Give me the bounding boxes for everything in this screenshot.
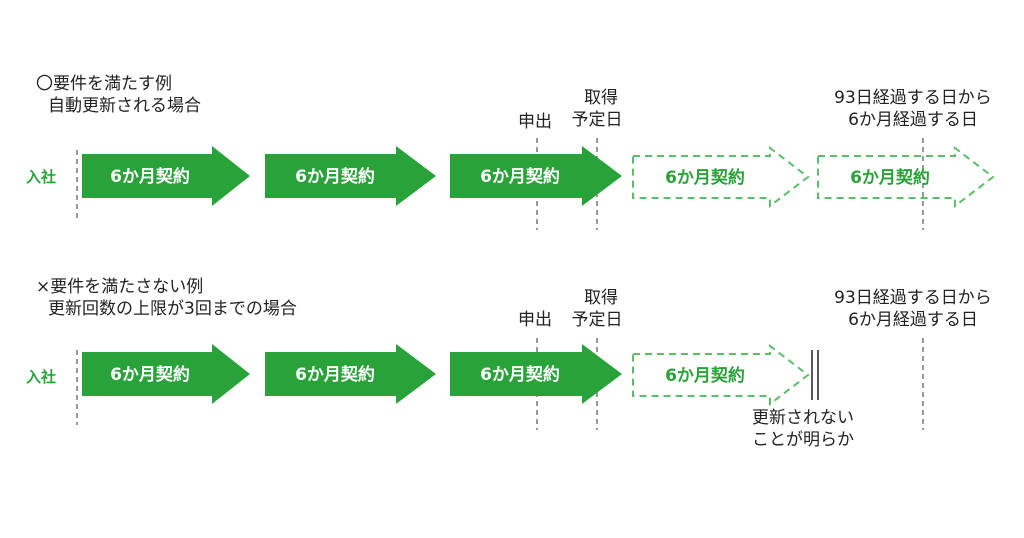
not-renewed-note-line1: 更新されない [752, 408, 854, 428]
contract-arrow-label: 6か月契約 [665, 167, 745, 188]
contract-arrow-label: 6か月契約 [480, 166, 560, 187]
contract-arrow-2-1: 6か月契約 [82, 344, 250, 404]
example1-heading: 〇要件を満たす例 [36, 74, 172, 94]
contract-arrow-label: 6か月契約 [295, 364, 375, 385]
acquisition-label-line2: 予定日 [571, 110, 623, 130]
acquisition-label-line2: 予定日 [571, 310, 623, 330]
d93-label-line1: 93日経過する日から [834, 288, 992, 308]
contract-arrow-label: 6か月契約 [295, 166, 375, 187]
contract-arrow-1-1: 6か月契約 [82, 146, 250, 206]
contract-arrow-1-3: 6か月契約 [450, 146, 622, 206]
contract-arrow-1-2: 6か月契約 [265, 146, 436, 206]
contract-arrow-2-3: 6か月契約 [450, 344, 622, 404]
d93-label-line2: 6か月経過する日 [848, 310, 978, 330]
example2-subheading: 更新回数の上限が3回までの場合 [48, 299, 297, 319]
d93-label-line1: 93日経過する日から [834, 88, 992, 108]
join-label: 入社 [26, 368, 57, 386]
contract-arrow-label: 6か月契約 [665, 365, 745, 386]
contract-arrow-label: 6か月契約 [480, 364, 560, 385]
contract-arrow-label: 6か月契約 [850, 167, 930, 188]
d93-label-line2: 6か月経過する日 [848, 110, 978, 130]
acquisition-label-line1: 取得 [584, 88, 618, 108]
example1-subheading: 自動更新される場合 [48, 96, 201, 116]
apply-label: 申出 [518, 310, 552, 330]
contract-arrow-2-2: 6か月契約 [265, 344, 436, 404]
example2-heading: ×要件を満たさない例 [36, 277, 204, 297]
contract-arrow-1-5-dashed: 6か月契約 [817, 145, 995, 209]
acquisition-label-line1: 取得 [584, 288, 618, 308]
not-renewed-note-line2: ことが明らか [752, 430, 854, 450]
termination-mark [811, 350, 819, 400]
contract-arrow-label: 6か月契約 [110, 364, 190, 385]
contract-arrow-label: 6か月契約 [110, 166, 190, 187]
join-label: 入社 [26, 168, 57, 186]
contract-arrow-1-4-dashed: 6か月契約 [632, 145, 810, 209]
apply-label: 申出 [518, 112, 552, 132]
contract-arrow-2-4-dashed: 6か月契約 [632, 343, 810, 407]
